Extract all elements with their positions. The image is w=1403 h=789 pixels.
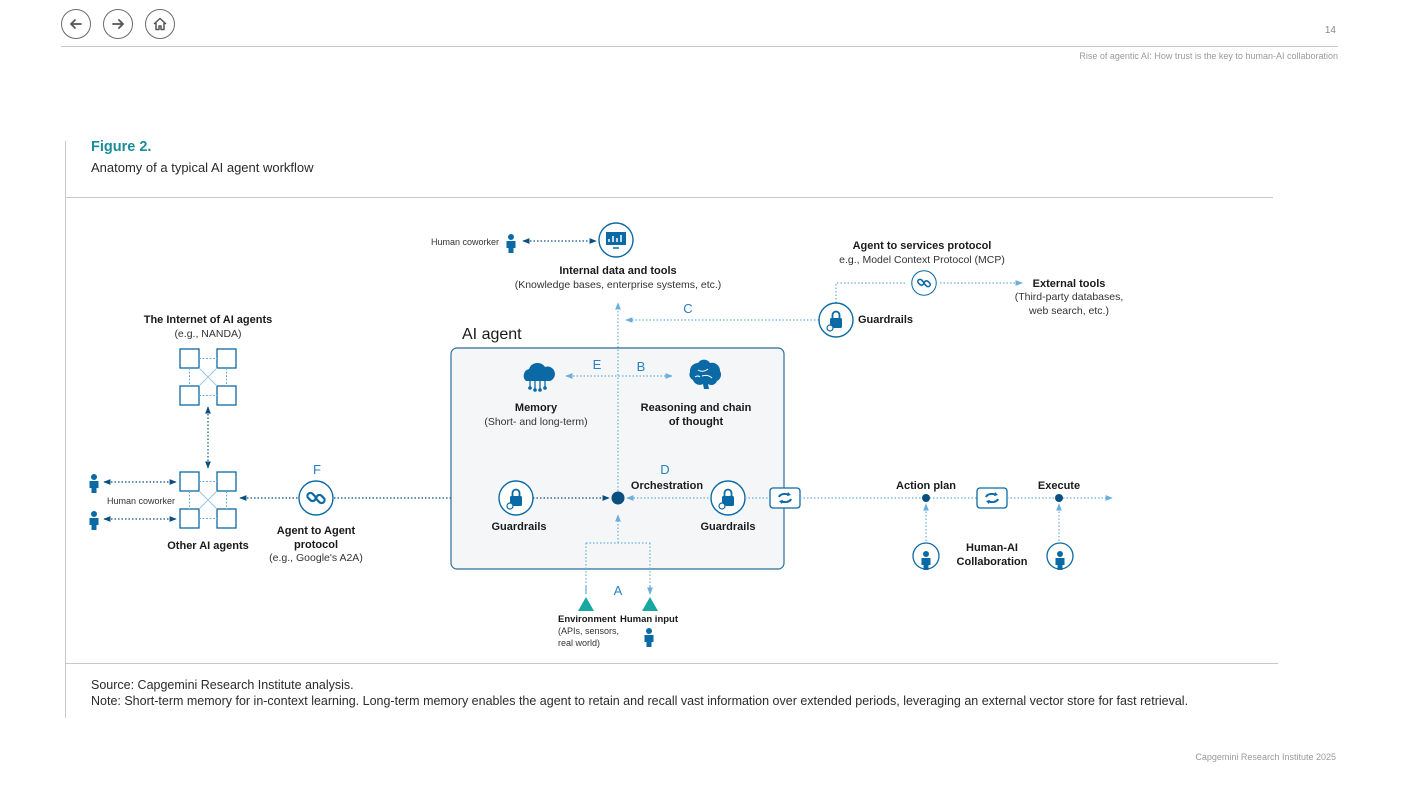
- feedback-cycle-icon-1: [769, 487, 801, 509]
- a2a-sub: (e.g., Google's A2A): [269, 552, 363, 564]
- environment-title: Environment: [558, 614, 617, 625]
- figure-frame-line: [65, 141, 66, 718]
- human-input-person-icon: [644, 628, 654, 647]
- mcp-title: Agent to services protocol: [853, 240, 992, 252]
- human-coworker-label-left: Human coworker: [107, 496, 175, 506]
- mcp-sub: e.g., Model Context Protocol (MCP): [839, 254, 1005, 266]
- environment-sub-line2: real world): [558, 638, 600, 648]
- human-coworker-icon-1: [89, 474, 99, 493]
- letter-e: E: [593, 357, 602, 372]
- internal-data-title: Internal data and tools: [559, 265, 676, 277]
- figure-bottom-divider: [65, 663, 1278, 664]
- internet-of-agents-sub: (e.g., NANDA): [174, 328, 241, 340]
- reasoning-title-line1: Reasoning and chain: [641, 402, 752, 414]
- figure-title: Anatomy of a typical AI agent workflow: [91, 160, 314, 175]
- source-note: Source: Capgemini Research Institute ana…: [91, 678, 354, 692]
- other-agents-grid-icon: [179, 471, 237, 529]
- letter-c: C: [683, 301, 692, 316]
- page-number: 14: [1324, 25, 1336, 36]
- a2a-link-icon: [297, 479, 335, 517]
- environment-sub-line1: (APIs, sensors,: [558, 626, 619, 636]
- human-collab-icon-2: [1046, 542, 1074, 570]
- guardrails-mcp-label: Guardrails: [858, 314, 913, 326]
- guardrails-left-icon: [498, 480, 534, 516]
- other-agents-label: Other AI agents: [167, 540, 249, 552]
- orchestration-label: Orchestration: [631, 480, 703, 492]
- human-collab-icon-1: [912, 542, 940, 570]
- feedback-cycle-icon-2: [976, 487, 1008, 509]
- arrow-right-icon: [112, 19, 124, 29]
- human-input-triangle-icon: [642, 597, 658, 611]
- action-plan-label: Action plan: [896, 480, 956, 492]
- mcp-link-icon: [910, 269, 938, 297]
- human-input-title: Human input: [620, 614, 679, 625]
- back-button[interactable]: [61, 9, 91, 39]
- a2a-title-line1: Agent to Agent: [277, 525, 356, 537]
- home-icon: [153, 17, 167, 31]
- collab-title-line2: Collaboration: [957, 556, 1028, 568]
- internal-data-sub: (Knowledge bases, enterprise systems, et…: [515, 279, 722, 291]
- internet-agents-grid-icon: [179, 348, 237, 406]
- orchestration-hub: [611, 491, 625, 505]
- execute-node: [1055, 494, 1063, 502]
- execute-label: Execute: [1038, 480, 1080, 492]
- letter-d: D: [660, 462, 669, 477]
- reasoning-title-line2: of thought: [669, 416, 724, 428]
- home-button[interactable]: [145, 9, 175, 39]
- footnote: Note: Short-term memory for in-context l…: [91, 694, 1189, 708]
- external-tools-sub-line1: (Third-party databases,: [1015, 291, 1124, 303]
- human-coworker-label-top: Human coworker: [431, 237, 499, 247]
- forward-button[interactable]: [103, 9, 133, 39]
- environment-triangle-icon: [578, 597, 594, 611]
- human-coworker-top-icon: [506, 234, 516, 253]
- external-tools-title: External tools: [1033, 278, 1106, 290]
- guardrails-left-label: Guardrails: [491, 521, 546, 533]
- monitor-chart-icon: [598, 222, 634, 258]
- report-title: Rise of agentic AI: How trust is the key…: [1079, 51, 1338, 61]
- figure-top-divider: [65, 197, 1273, 198]
- cloud-network-icon: [523, 362, 555, 392]
- inputs-branch-lines: [585, 542, 651, 594]
- letter-f: F: [313, 462, 321, 477]
- human-coworker-icon-2: [89, 511, 99, 530]
- arrow-left-icon: [70, 19, 82, 29]
- inputs-branch-arrows: [585, 586, 650, 594]
- brain-icon: [689, 359, 722, 389]
- external-tools-sub-line2: web search, etc.): [1028, 305, 1109, 317]
- guardrails-mcp-icon: [818, 302, 854, 338]
- collab-title-line1: Human-AI: [966, 542, 1018, 554]
- action-plan-node: [922, 494, 930, 502]
- footer-credit: Capgemini Research Institute 2025: [1195, 752, 1336, 762]
- guardrails-right-label: Guardrails: [700, 521, 755, 533]
- memory-sub: (Short- and long-term): [484, 416, 587, 428]
- letter-b: B: [637, 359, 646, 374]
- a2a-title-line2: protocol: [294, 539, 338, 551]
- header-divider: [61, 46, 1338, 47]
- figure-label: Figure 2.: [91, 139, 152, 155]
- guardrails-right-icon: [710, 480, 746, 516]
- letter-a: A: [614, 583, 623, 598]
- memory-title: Memory: [515, 402, 558, 414]
- ai-agent-title: AI agent: [462, 326, 522, 343]
- internet-of-agents-title: The Internet of AI agents: [144, 314, 273, 326]
- mcp-link-line: [835, 282, 906, 303]
